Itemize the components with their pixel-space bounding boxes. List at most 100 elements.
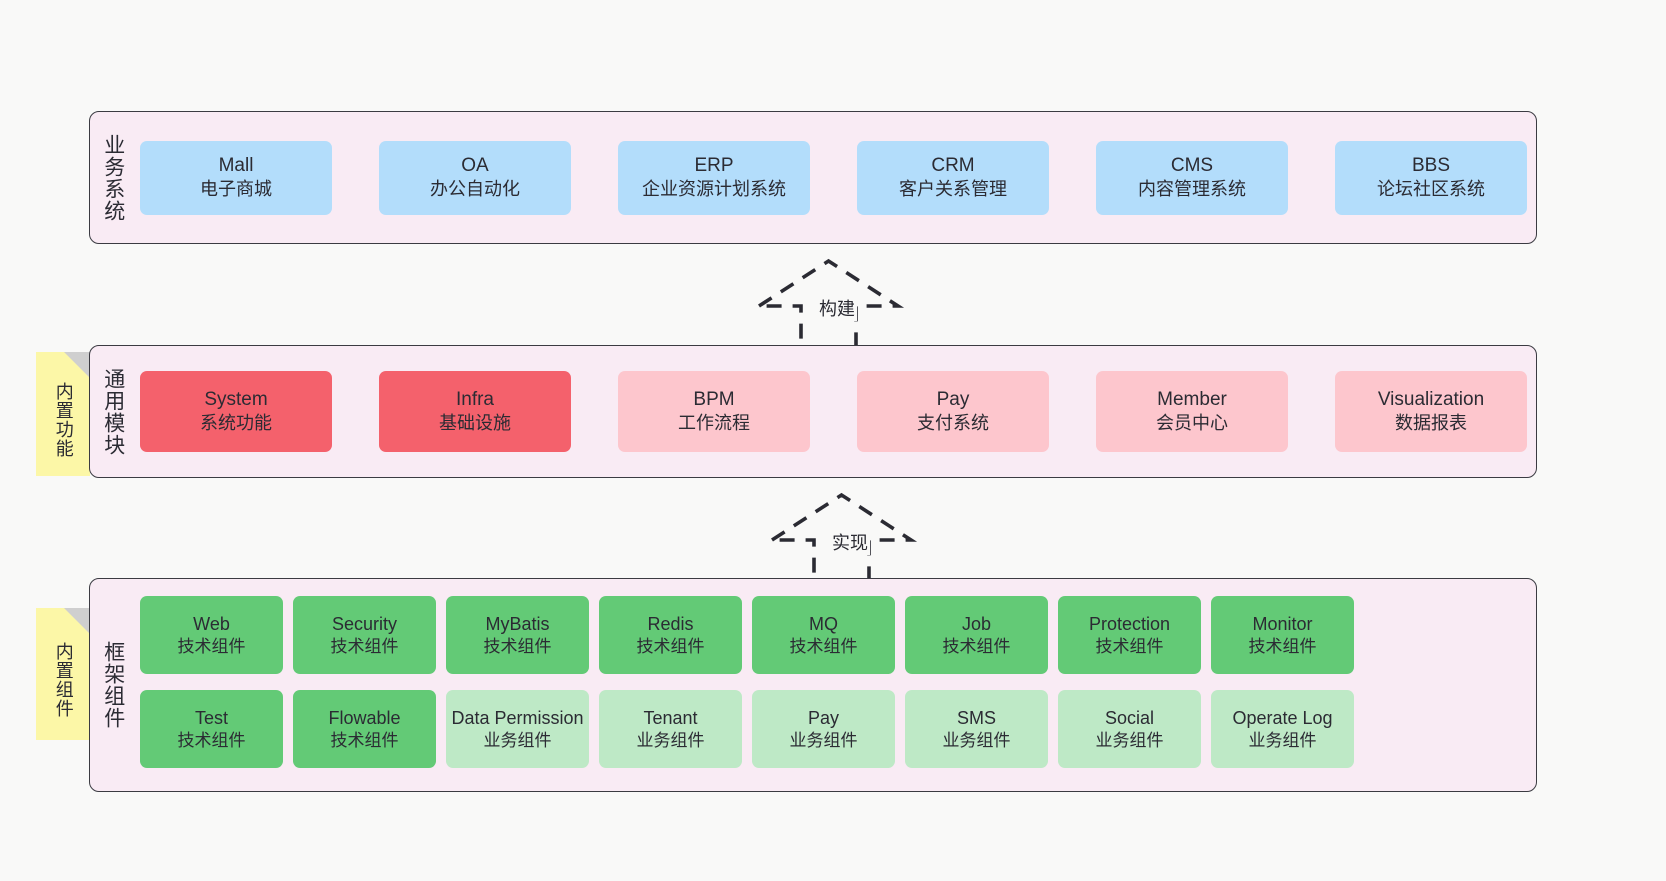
framework-card-sms[interactable]: SMS 业务组件 (905, 690, 1048, 768)
arrow-build-label: 构建 (817, 295, 857, 321)
module-card-visualization[interactable]: Visualization 数据报表 (1335, 371, 1527, 452)
business-card-mall[interactable]: Mall 电子商城 (140, 140, 332, 215)
card-name: Social (1104, 708, 1155, 729)
framework-row-tech: Web 技术组件 Security 技术组件 MyBatis 技术组件 Redi… (140, 596, 1522, 674)
card-name: Test (194, 708, 228, 729)
module-card-system[interactable]: System 系统功能 (140, 371, 332, 452)
card-name: Flowable (328, 708, 401, 729)
framework-card-operate-log[interactable]: Operate Log 业务组件 (1211, 690, 1354, 768)
layer-business-systems: 业务系统 Mall 电子商城 OA 办公自动化 ERP 企业资源计划系统 CRM… (89, 111, 1537, 244)
card-name: MyBatis (485, 614, 550, 635)
business-card-crm[interactable]: CRM 客户关系管理 (857, 140, 1049, 215)
card-desc: 论坛社区系统 (1377, 179, 1485, 200)
page-fold-icon (64, 352, 90, 378)
framework-card-web[interactable]: Web 技术组件 (140, 596, 283, 674)
card-desc: 基础设施 (439, 413, 511, 434)
framework-card-mq[interactable]: MQ 技术组件 (752, 596, 895, 674)
card-name: BBS (1411, 155, 1451, 177)
framework-card-security[interactable]: Security 技术组件 (293, 596, 436, 674)
framework-card-job[interactable]: Job 技术组件 (905, 596, 1048, 674)
card-desc: 业务组件 (1095, 730, 1164, 750)
card-desc: 系统功能 (200, 413, 272, 434)
card-desc: 办公自动化 (430, 179, 520, 200)
framework-card-social[interactable]: Social 业务组件 (1058, 690, 1201, 768)
framework-card-data-permission[interactable]: Data Permission 业务组件 (446, 690, 589, 768)
framework-row-business: Test 技术组件 Flowable 技术组件 Data Permission … (140, 690, 1522, 768)
business-card-bbs[interactable]: BBS 论坛社区系统 (1335, 140, 1527, 215)
card-name: Visualization (1377, 389, 1485, 411)
card-desc: 数据报表 (1395, 413, 1467, 434)
layer-common-modules: 通用模块 System 系统功能 Infra 基础设施 BPM 工作流程 Pay… (89, 345, 1537, 478)
card-name: Operate Log (1232, 708, 1333, 729)
card-desc: 技术组件 (330, 730, 399, 750)
business-card-list: Mall 电子商城 OA 办公自动化 ERP 企业资源计划系统 CRM 客户关系… (136, 112, 1541, 243)
module-card-pay[interactable]: Pay 支付系统 (857, 371, 1049, 452)
card-name: Data Permission (451, 708, 584, 729)
business-card-oa[interactable]: OA 办公自动化 (379, 140, 571, 215)
card-desc: 企业资源计划系统 (642, 179, 786, 200)
card-name: CRM (931, 155, 975, 177)
module-card-list: System 系统功能 Infra 基础设施 BPM 工作流程 Pay 支付系统… (136, 346, 1541, 477)
card-desc: 技术组件 (942, 636, 1011, 656)
sticky-note-builtin-features: 内置功能 (36, 352, 90, 476)
card-desc: 技术组件 (177, 636, 246, 656)
card-desc: 技术组件 (330, 636, 399, 656)
layer-framework-components: 框架组件 Web 技术组件 Security 技术组件 MyBatis 技术组件 (89, 578, 1537, 792)
card-desc: 技术组件 (1095, 636, 1164, 656)
card-desc: 内容管理系统 (1138, 179, 1246, 200)
card-name: Redis (647, 614, 694, 635)
card-name: Monitor (1252, 614, 1313, 635)
sticky-note-label: 内置功能 (53, 382, 74, 458)
business-card-cms[interactable]: CMS 内容管理系统 (1096, 140, 1288, 215)
card-name: Infra (455, 389, 495, 411)
card-name: System (204, 389, 268, 411)
framework-card-redis[interactable]: Redis 技术组件 (599, 596, 742, 674)
framework-card-test[interactable]: Test 技术组件 (140, 690, 283, 768)
card-desc: 业务组件 (636, 730, 705, 750)
layer-title-framework: 框架组件 (101, 641, 125, 729)
card-name: Member (1157, 389, 1227, 411)
card-desc: 技术组件 (177, 730, 246, 750)
framework-card-mybatis[interactable]: MyBatis 技术组件 (446, 596, 589, 674)
card-desc: 支付系统 (917, 413, 989, 434)
card-desc: 电子商城 (200, 179, 272, 200)
business-card-erp[interactable]: ERP 企业资源计划系统 (618, 140, 810, 215)
card-name: SMS (956, 708, 996, 729)
card-desc: 业务组件 (1248, 730, 1317, 750)
framework-card-pay[interactable]: Pay 业务组件 (752, 690, 895, 768)
framework-card-monitor[interactable]: Monitor 技术组件 (1211, 596, 1354, 674)
card-desc: 工作流程 (678, 413, 750, 434)
page-fold-icon (64, 608, 90, 634)
card-desc: 技术组件 (789, 636, 858, 656)
card-name: ERP (694, 155, 734, 177)
card-name: Pay (807, 708, 840, 729)
module-card-member[interactable]: Member 会员中心 (1096, 371, 1288, 452)
card-name: Tenant (643, 708, 698, 729)
card-name: BPM (693, 389, 735, 411)
card-desc: 技术组件 (636, 636, 705, 656)
arrow-implement: 实现 (765, 492, 918, 584)
layer-title-modules: 通用模块 (101, 367, 125, 456)
card-name: MQ (809, 614, 838, 635)
card-desc: 技术组件 (1248, 636, 1317, 656)
arrow-build: 构建 (752, 258, 905, 350)
card-name: Security (331, 614, 398, 635)
module-card-infra[interactable]: Infra 基础设施 (379, 371, 571, 452)
card-name: Pay (936, 389, 970, 411)
layer-title-business: 业务系统 (101, 133, 125, 222)
card-desc: 客户关系管理 (899, 179, 1007, 200)
card-desc: 业务组件 (483, 730, 552, 750)
card-desc: 会员中心 (1156, 413, 1228, 434)
framework-card-protection[interactable]: Protection 技术组件 (1058, 596, 1201, 674)
module-card-bpm[interactable]: BPM 工作流程 (618, 371, 810, 452)
card-desc: 业务组件 (942, 730, 1011, 750)
card-name: Protection (1088, 614, 1171, 635)
framework-card-flowable[interactable]: Flowable 技术组件 (293, 690, 436, 768)
card-name: CMS (1170, 155, 1214, 177)
sticky-note-builtin-components: 内置组件 (36, 608, 90, 740)
arrow-implement-label: 实现 (830, 529, 870, 555)
card-name: OA (461, 155, 489, 177)
card-name: Mall (218, 155, 254, 177)
framework-card-tenant[interactable]: Tenant 业务组件 (599, 690, 742, 768)
